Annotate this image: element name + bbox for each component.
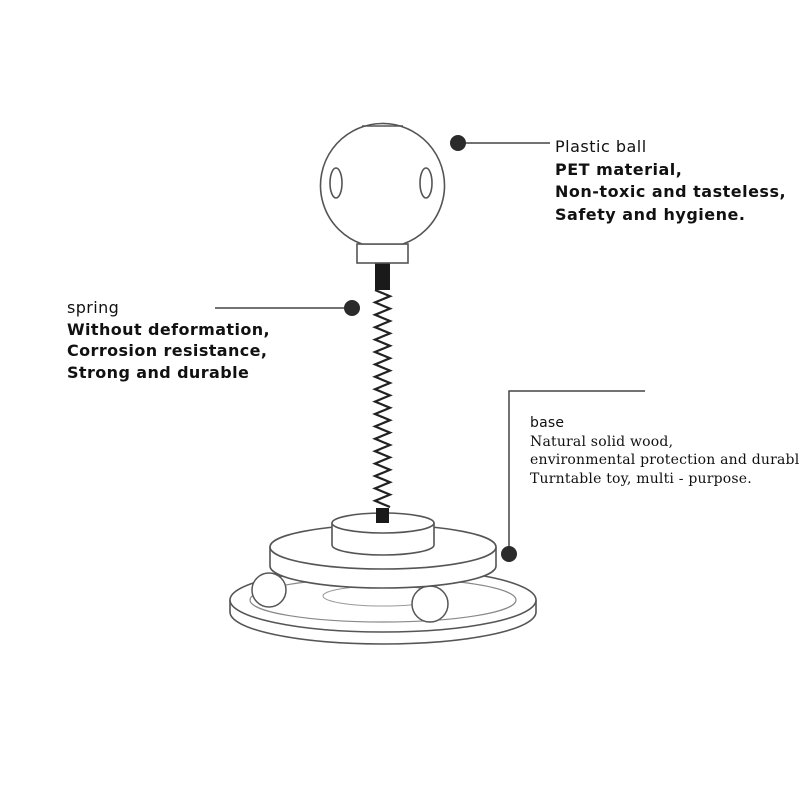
track-ball-left (251, 572, 287, 608)
base-leader-dot (501, 546, 517, 562)
base-callout-line: Natural solid wood, (530, 433, 674, 450)
plastic-ball (319, 122, 446, 264)
ball-hole-right (419, 167, 433, 199)
ball-callout-line: PET material, (555, 159, 683, 179)
base-callout-line: Turntable toy, multi - purpose. (530, 470, 752, 487)
spring-callout: spring Without deformation, Corrosion re… (67, 297, 270, 383)
ball-socket (356, 243, 409, 264)
ball-shell (319, 122, 446, 245)
spring-bottom-cap (376, 508, 389, 523)
spring-top-cap (375, 263, 390, 290)
spring-callout-line: Corrosion resistance, (67, 341, 268, 360)
leader-dots (344, 135, 517, 562)
ball-callout-title: Plastic ball (555, 137, 647, 156)
base-leader-line (508, 390, 645, 553)
spring-callout-line: Strong and durable (67, 362, 250, 382)
ball-callout-line: Safety and hygiene. (555, 204, 746, 224)
spring-callout-line: Without deformation, (67, 319, 270, 339)
spring (372, 263, 393, 523)
track-balls (251, 572, 449, 623)
ball-callout: Plastic ball PET material, Non-toxic and… (555, 136, 786, 226)
ball-callout-line: Non-toxic and tasteless, (555, 182, 787, 201)
spring-callout-title: spring (67, 298, 120, 317)
base-callout-line: environmental protection and durable (530, 452, 800, 468)
base-callout: base Natural solid wood, environmental p… (530, 414, 800, 488)
spring-coil (372, 288, 393, 509)
leader-lines (215, 142, 645, 553)
base-callout-title: base (530, 415, 565, 431)
ball-hole-left (329, 167, 343, 199)
spring-leader-dot (344, 300, 360, 316)
ball-leader-dot (450, 135, 466, 151)
track-ball-right (411, 585, 449, 623)
